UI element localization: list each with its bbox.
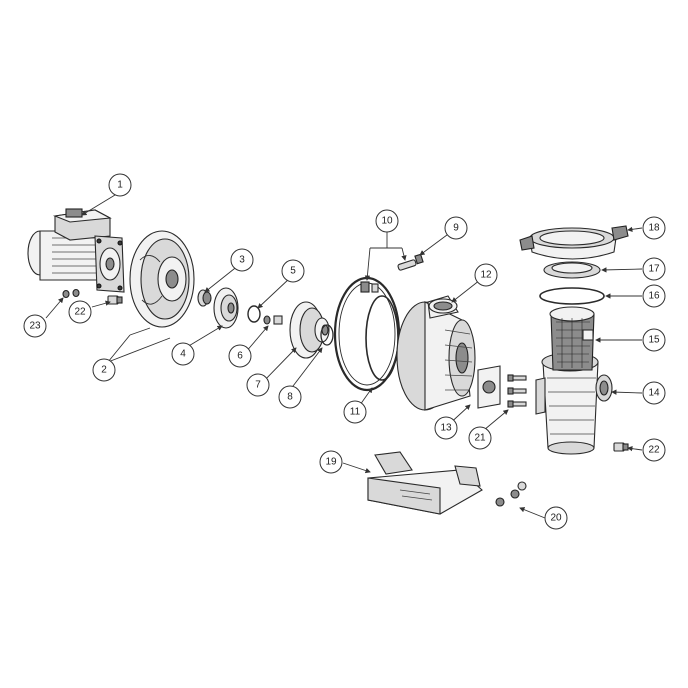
callout-20: 20 <box>544 506 568 530</box>
callout-5-label: 5 <box>290 266 296 277</box>
callout-21: 21 <box>468 426 492 450</box>
leader-23 <box>45 297 64 319</box>
leader-12 <box>451 279 481 303</box>
leader-17 <box>601 267 643 273</box>
seal-plate-part <box>129 230 195 328</box>
callout-2: 2 <box>92 358 116 382</box>
callout-9: 9 <box>444 216 468 240</box>
callout-8: 8 <box>278 385 302 409</box>
callout-6: 6 <box>228 344 252 368</box>
leader-3 <box>204 264 240 293</box>
callout-23: 23 <box>23 314 47 338</box>
callout-11-label: 11 <box>350 407 361 418</box>
diffuser-part <box>320 324 334 346</box>
leader-5 <box>257 277 291 309</box>
strainer-lid-part <box>543 261 601 279</box>
leader-6 <box>244 325 269 354</box>
callout-12: 12 <box>474 263 498 287</box>
leader-10d <box>401 247 407 261</box>
leader-8 <box>289 347 323 391</box>
leader-9 <box>419 231 452 256</box>
pump-base-part <box>367 451 483 515</box>
callout-10-label: 10 <box>381 216 393 227</box>
leader-1 <box>81 194 116 216</box>
callout-14-label: 14 <box>648 388 660 399</box>
small-o-ring-part <box>247 305 261 323</box>
callout-18-label: 18 <box>648 223 660 234</box>
callout-19-label: 19 <box>325 457 337 468</box>
gasket-part <box>477 365 501 409</box>
callout-17-label: 17 <box>648 264 660 275</box>
leader-2c <box>107 337 171 363</box>
callout-10: 10 <box>375 209 399 233</box>
leader-18 <box>627 226 643 233</box>
leader-2b <box>129 327 151 336</box>
callout-20-label: 20 <box>550 513 562 524</box>
impeller-part <box>289 301 330 359</box>
mechanical-seal-part <box>213 287 239 329</box>
callouts: 1 2 3 4 5 6 7 8 <box>23 173 666 530</box>
strainer-basket-part <box>549 306 595 371</box>
washer-part <box>263 315 283 325</box>
callout-8-label: 8 <box>287 392 293 403</box>
pump-housing-part <box>396 295 476 411</box>
leader-22b <box>627 445 643 452</box>
leader-22a <box>91 300 111 308</box>
callout-5: 5 <box>281 259 305 283</box>
base-bolts-part <box>495 481 527 507</box>
callout-13-label: 13 <box>440 423 452 434</box>
callout-3: 3 <box>230 248 254 272</box>
motor-part <box>27 208 125 293</box>
callout-13: 13 <box>434 416 458 440</box>
callout-15-label: 15 <box>648 335 660 346</box>
callout-15: 15 <box>642 328 666 352</box>
callout-23-label: 23 <box>29 321 41 332</box>
clamp-bolt-part <box>397 253 424 271</box>
leader-19 <box>342 462 371 474</box>
lid-lock-ring-part <box>519 225 629 260</box>
callout-14: 14 <box>642 381 666 405</box>
callout-1-label: 1 <box>117 180 123 191</box>
leader-20 <box>519 507 546 519</box>
leader-2a <box>107 334 131 363</box>
leader-21 <box>483 409 509 431</box>
callout-18: 18 <box>642 216 666 240</box>
callout-16-label: 16 <box>648 291 660 302</box>
callout-17: 17 <box>642 257 666 281</box>
callout-21-label: 21 <box>474 433 486 444</box>
callout-9-label: 9 <box>453 223 459 234</box>
callout-1: 1 <box>108 173 132 197</box>
drain-plug-left-part <box>107 295 123 305</box>
leader-lines <box>45 194 643 519</box>
callout-3-label: 3 <box>239 255 245 266</box>
housing-o-ring-part <box>333 276 401 392</box>
callout-7-label: 7 <box>255 380 261 391</box>
callout-12-label: 12 <box>480 270 492 281</box>
callout-22-left: 22 <box>68 300 92 324</box>
callout-22-right-label: 22 <box>648 445 660 456</box>
housing-bolts-part <box>507 374 527 408</box>
leader-10c <box>364 247 371 281</box>
leader-14 <box>611 389 643 395</box>
callout-6-label: 6 <box>237 351 243 362</box>
clamp-hardware-part <box>360 281 379 293</box>
lid-o-ring-part <box>539 287 605 305</box>
callout-22-right: 22 <box>642 438 666 462</box>
shaft-seal-part <box>197 289 212 307</box>
callout-4: 4 <box>171 342 195 366</box>
callout-4-label: 4 <box>180 349 186 360</box>
callout-2-label: 2 <box>101 365 107 376</box>
callout-16: 16 <box>642 284 666 308</box>
callout-11: 11 <box>343 400 367 424</box>
callout-22-left-label: 22 <box>74 307 86 318</box>
motor-bolts-part <box>62 288 80 299</box>
leader-4 <box>186 325 223 348</box>
callout-7: 7 <box>246 373 270 397</box>
callout-19: 19 <box>319 450 343 474</box>
drain-plug-right-part <box>613 442 629 452</box>
